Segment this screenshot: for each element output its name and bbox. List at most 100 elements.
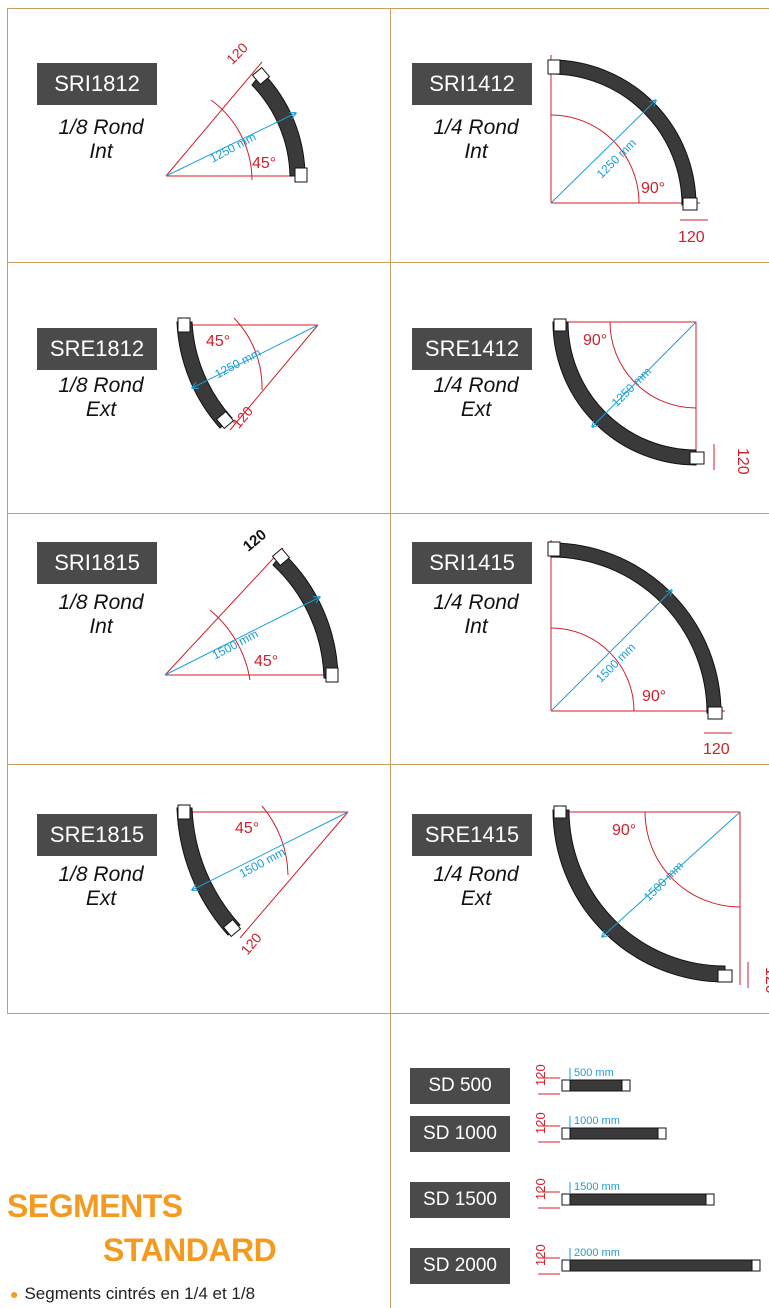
section-title: STANDARD bbox=[103, 1232, 277, 1268]
sd-2000 bbox=[538, 1248, 761, 1275]
drawing-sre1415 bbox=[552, 805, 749, 988]
angle-label: 45° bbox=[254, 653, 278, 670]
segment-side: Ext bbox=[460, 887, 492, 910]
angle-label: 90° bbox=[641, 180, 665, 197]
row-divider bbox=[7, 513, 769, 514]
drawing-sri1815 bbox=[164, 547, 339, 683]
segment-code: SRI1412 bbox=[412, 63, 532, 105]
segment-desc: 1/8 Rond Ext bbox=[31, 374, 171, 422]
segment-desc: 1/8 Rond Ext bbox=[31, 863, 171, 911]
width-dim: 120 bbox=[533, 1178, 548, 1200]
segment-bar bbox=[561, 1079, 631, 1092]
end-clip bbox=[547, 59, 561, 75]
angle-label: 45° bbox=[252, 155, 276, 172]
drawing-sre1812 bbox=[176, 317, 319, 431]
segment-side: Ext bbox=[85, 398, 117, 421]
radius-arrow bbox=[192, 811, 349, 890]
width-dim: 120 bbox=[762, 967, 769, 994]
segment-bar bbox=[561, 1259, 761, 1272]
radius-arrow bbox=[192, 324, 319, 388]
dim-line bbox=[229, 324, 319, 431]
segment-desc: 1/4 Rond Ext bbox=[406, 863, 546, 911]
end-clip bbox=[294, 167, 308, 183]
width-dim: 120 bbox=[678, 229, 705, 246]
end-clip bbox=[561, 1127, 571, 1140]
end-clip bbox=[561, 1079, 571, 1092]
segment-side: Ext bbox=[85, 887, 117, 910]
segment-shape bbox=[176, 807, 241, 936]
end-clip bbox=[689, 451, 705, 465]
angle-arc bbox=[209, 609, 251, 681]
end-clip bbox=[177, 804, 191, 820]
row-divider bbox=[7, 262, 769, 263]
drawing-sri1415 bbox=[547, 540, 732, 734]
radius-arrow bbox=[602, 811, 741, 937]
end-clip bbox=[547, 541, 561, 557]
vertical-divider bbox=[390, 8, 391, 1308]
row-divider bbox=[7, 764, 769, 765]
grid-frame bbox=[7, 8, 769, 1014]
angle-label: 90° bbox=[583, 332, 607, 349]
angle-label: 90° bbox=[642, 688, 666, 705]
end-clip bbox=[561, 1193, 571, 1206]
end-clip bbox=[251, 66, 271, 86]
end-clip bbox=[215, 410, 235, 430]
length-label: 1000 mm bbox=[574, 1115, 620, 1127]
angle-label: 45° bbox=[206, 333, 230, 350]
bullet-text: Segments cintrés en 1/4 et 1/8 bbox=[24, 1284, 256, 1303]
end-clip bbox=[553, 805, 567, 819]
end-clip bbox=[271, 547, 291, 567]
dim-line bbox=[239, 811, 349, 939]
dim-line bbox=[165, 61, 263, 177]
segment-shape bbox=[176, 321, 233, 429]
segment-code: SRI1812 bbox=[37, 63, 157, 105]
radius-arrow bbox=[550, 590, 672, 712]
segment-shape bbox=[272, 552, 339, 679]
drawing-sre1815 bbox=[176, 804, 349, 939]
width-dim: 120 bbox=[533, 1064, 548, 1086]
end-clip bbox=[177, 317, 191, 333]
bullet-item: ● Segments cintrés en 1/4 et 1/8 bbox=[10, 1284, 255, 1304]
segment-desc: 1/8 Rond Int bbox=[31, 116, 171, 164]
segment-code: SRI1815 bbox=[37, 542, 157, 584]
segment-code: SRE1415 bbox=[412, 814, 532, 856]
drawing-sre1412 bbox=[552, 318, 715, 470]
section-title: SEGMENTS bbox=[7, 1188, 183, 1224]
length-label: 1500 mm bbox=[574, 1181, 620, 1193]
end-clip bbox=[682, 197, 698, 211]
width-dim: 120 bbox=[533, 1244, 548, 1266]
segment-side: Int bbox=[464, 140, 488, 163]
bullet-dot-icon: ● bbox=[10, 1286, 19, 1302]
segment-desc: 1/4 Rond Int bbox=[406, 591, 546, 639]
width-dim: 120 bbox=[533, 1112, 548, 1134]
segment-desc: 1/8 Rond Int bbox=[31, 591, 171, 639]
angle-arc bbox=[233, 317, 263, 391]
segment-desc: 1/4 Rond Int bbox=[406, 116, 546, 164]
segment-side: Int bbox=[464, 615, 488, 638]
angle-arc bbox=[550, 114, 640, 204]
end-clip bbox=[717, 969, 733, 983]
segment-code: SRI1415 bbox=[412, 542, 532, 584]
end-clip bbox=[561, 1259, 571, 1272]
segment-side: Int bbox=[89, 140, 113, 163]
segment-desc: 1/4 Rond Ext bbox=[406, 374, 546, 422]
sd-1500 bbox=[538, 1182, 715, 1209]
sd-code: SD 1500 bbox=[410, 1182, 510, 1218]
end-clip bbox=[222, 918, 242, 938]
segment-type: 1/8 Rond bbox=[58, 374, 144, 397]
radius-arrow bbox=[592, 321, 697, 427]
angle-arc bbox=[644, 811, 741, 908]
segment-type: 1/4 Rond bbox=[433, 863, 519, 886]
angle-label: 45° bbox=[235, 820, 259, 837]
segment-code: SRE1815 bbox=[37, 814, 157, 856]
width-dim: 120 bbox=[734, 448, 751, 475]
radius-arrow bbox=[165, 113, 296, 177]
segment-type: 1/4 Rond bbox=[433, 591, 519, 614]
end-clip bbox=[705, 1193, 715, 1206]
radius-arrow bbox=[164, 597, 320, 676]
angle-arc bbox=[210, 99, 253, 181]
sd-code: SD 1000 bbox=[410, 1116, 510, 1152]
segment-type: 1/8 Rond bbox=[58, 591, 144, 614]
